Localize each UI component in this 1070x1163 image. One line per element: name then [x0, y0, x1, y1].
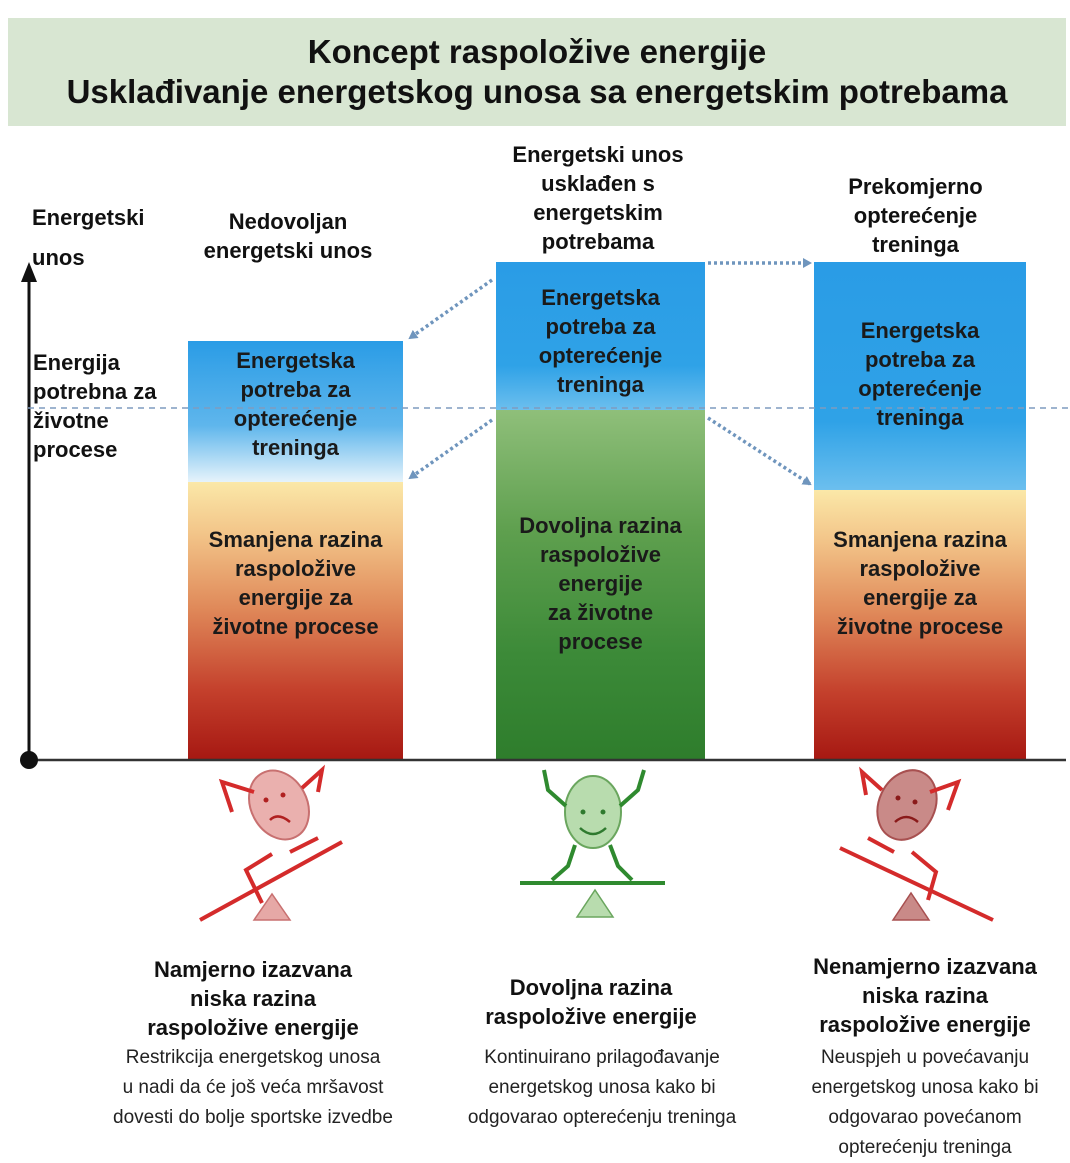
column-heading-insufficient: Nedovoljan energetski unos: [203, 209, 373, 263]
low-energy-segment-insufficient: [188, 482, 403, 760]
title-banner: Koncept raspoložive energije Usklađivanj…: [8, 18, 1066, 126]
training-need-segment-overload: [814, 262, 1026, 490]
low-energy-text-insufficient: Smanjena razina raspoložive energije za …: [208, 527, 383, 639]
caption-title-center: Dovoljna razina raspoložive energije: [485, 975, 697, 1029]
fulcrum-triangle-right-icon: [891, 891, 931, 921]
unhappy-figure-left-icon: [199, 764, 343, 922]
caption-title-left: Namjerno izazvana niska razina raspoloži…: [147, 957, 359, 1040]
training-need-segment-matched: [496, 262, 705, 410]
unhappy-figure-right-icon: [839, 766, 994, 922]
fulcrum-triangle-center-icon: [575, 888, 615, 918]
caption-title-right: Nenamjerno izazvana niska razina raspolo…: [813, 954, 1037, 1037]
y-axis-label: Energetski unos: [32, 205, 145, 270]
y-axis-arrowhead-icon: [21, 262, 37, 282]
training-need-segment-insufficient: [188, 341, 403, 482]
low-energy-text-overload: Smanjena razina raspoložive energije za …: [833, 527, 1007, 639]
low-energy-segment-overload: [814, 490, 1026, 760]
sufficient-energy-segment-matched: [496, 410, 705, 760]
caption-body-left: Restrikcija energetskog unosa u nadi da …: [113, 1047, 393, 1128]
training-need-text-insufficient: Energetska potreba za opterećenje trenin…: [233, 348, 358, 460]
training-need-text-overload: Energetska potreba za opterećenje trenin…: [858, 318, 982, 430]
sufficient-energy-text-matched: Dovoljna razina raspoložive energije za …: [519, 513, 682, 654]
column-heading-overload: Prekomjerno opterećenje treninga: [848, 174, 983, 257]
fulcrum-triangle-left-icon: [252, 892, 292, 921]
title-line-1: Koncept raspoložive energije: [307, 33, 767, 70]
arrow-need-to-right-bottom: [707, 416, 812, 486]
baseline-label: Energija potrebna za životne procese: [33, 350, 157, 462]
arrow-need-to-left-top: [408, 278, 494, 340]
caption-body-right: Neuspjeh u povećavanju energetskog unosa…: [811, 1047, 1039, 1158]
caption-body-center: Kontinuirano prilagođavanje energetskog …: [467, 1047, 737, 1128]
training-need-text-matched: Energetska potreba za opterećenje trenin…: [538, 285, 663, 397]
title-line-2: Usklađivanje energetskog unosa sa energe…: [66, 73, 1008, 110]
axis-origin-dot: [20, 751, 38, 769]
column-heading-matched: Energetski unos usklađen s energetskim p…: [512, 142, 684, 254]
happy-figure-center-icon: [520, 769, 665, 885]
arrow-need-to-left-bottom: [408, 418, 494, 480]
